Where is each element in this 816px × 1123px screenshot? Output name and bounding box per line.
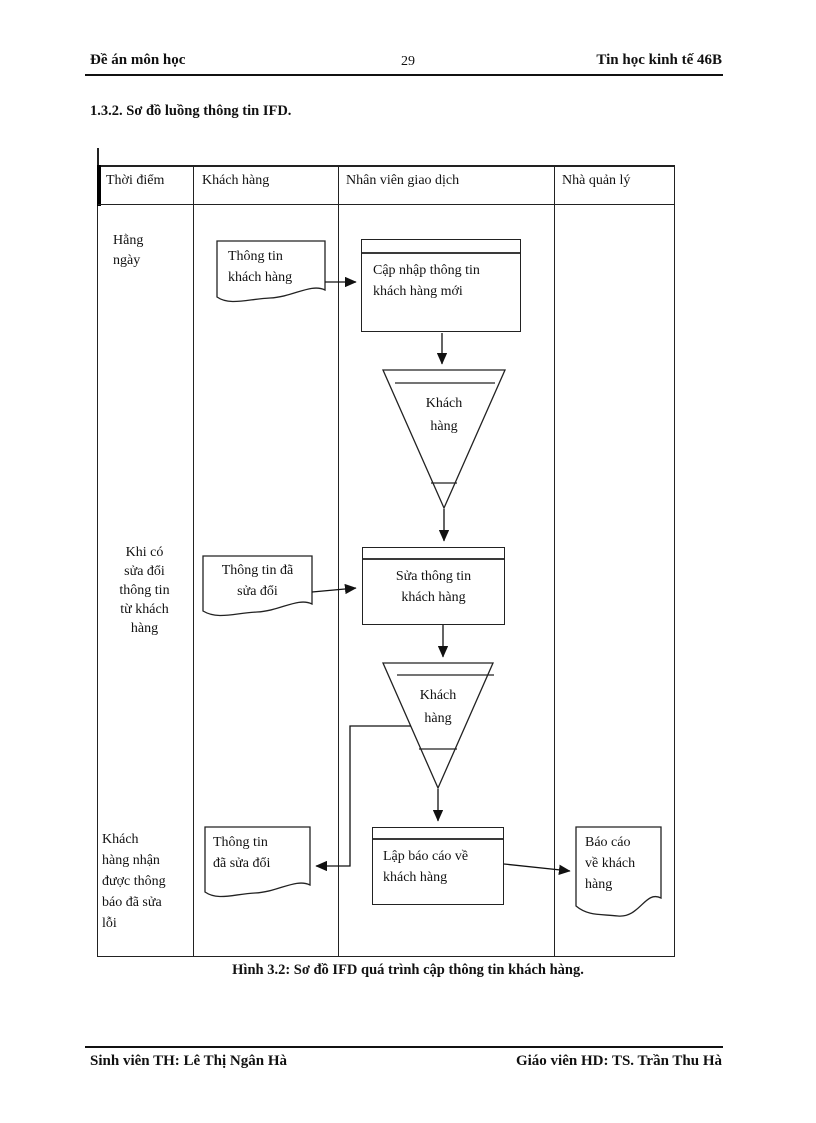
process-box-make-report: Lập báo cáo về khách hàng bbox=[372, 827, 504, 905]
process-box-edit-customer: Sửa thông tin khách hàng bbox=[362, 547, 505, 625]
time-label-when-edited: Khi có sửa đổi thông tin từ khách hàng bbox=[119, 545, 170, 636]
header-row-divider bbox=[98, 204, 674, 206]
table-header-thick-border bbox=[96, 165, 101, 206]
column-header-manager: Nhà quản lý bbox=[562, 173, 631, 188]
document-label-edited-info-returned: Thông tin đã sửa đổi bbox=[213, 835, 271, 871]
column-header-time: Thời điểm bbox=[106, 173, 165, 188]
document-label-customer-info: Thông tin khách hàng bbox=[228, 249, 293, 285]
time-label-daily: Hằng ngày bbox=[113, 233, 144, 268]
process-band bbox=[363, 548, 504, 560]
datastore-label-2: Khách hàng bbox=[419, 688, 457, 726]
document-label-edited-info: Thông tin đã sửa đổi bbox=[221, 563, 294, 599]
caret-mark bbox=[97, 148, 99, 165]
header-class-name: Tin học kinh tế 46B bbox=[596, 52, 722, 68]
section-heading: 1.3.2. Sơ đồ luồng thông tin IFD. bbox=[90, 103, 292, 119]
ifd-flow-table bbox=[96, 165, 675, 957]
process-band bbox=[373, 828, 503, 840]
header-rule bbox=[85, 74, 723, 76]
header-course-title: Đề án môn học bbox=[90, 52, 186, 68]
column-divider-2 bbox=[338, 167, 340, 956]
document-label-customer-report: Báo cáo về khách hàng bbox=[585, 835, 636, 892]
process-label-update-customer: Cập nhập thông tin khách hàng mới bbox=[373, 263, 480, 299]
process-label-make-report: Lập báo cáo về khách hàng bbox=[383, 849, 469, 885]
column-divider-1 bbox=[193, 167, 195, 956]
column-divider-3 bbox=[554, 167, 556, 956]
footer-rule bbox=[85, 1046, 723, 1048]
column-header-customer: Khách hàng bbox=[202, 173, 270, 188]
process-label-edit-customer: Sửa thông tin khách hàng bbox=[395, 569, 472, 605]
footer-advisor: Giáo viên HD: TS. Trần Thu Hà bbox=[515, 1053, 722, 1069]
process-box-update-customer: Cập nhập thông tin khách hàng mới bbox=[361, 239, 521, 332]
figure-caption: Hình 3.2: Sơ đồ IFD quá trình cập thông … bbox=[232, 962, 584, 978]
footer-student: Sinh viên TH: Lê Thị Ngân Hà bbox=[90, 1053, 288, 1069]
column-header-clerk: Nhân viên giao dịch bbox=[346, 173, 460, 188]
page-number: 29 bbox=[401, 54, 415, 69]
process-band bbox=[362, 240, 520, 254]
time-label-customer-notified: Khách hàng nhận được thông báo đã sửa lỗ… bbox=[102, 832, 166, 931]
datastore-label-1: Khách hàng bbox=[425, 396, 463, 434]
